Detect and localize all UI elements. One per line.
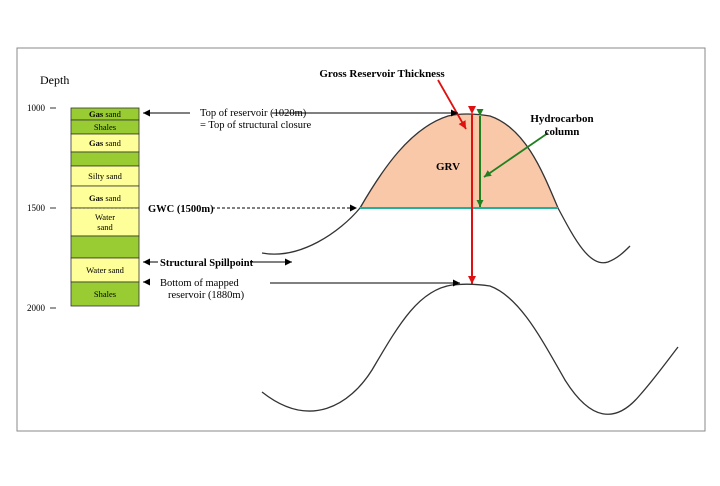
hydrocarbon-column-label: column <box>545 126 580 138</box>
column-layer-label: Gas sand <box>89 109 122 119</box>
column-layer-label: Silty sand <box>88 171 123 181</box>
depth-tick-1000: 1000 <box>27 103 46 113</box>
grv-fill <box>360 114 558 208</box>
depth-tick-1500: 1500 <box>27 203 46 213</box>
column-layer-label: Gas sand <box>89 193 122 203</box>
column-layer-label: Gas sand <box>89 138 122 148</box>
top-reservoir-label: Top of reservoir (1020m) <box>200 108 307 119</box>
column-layer-label: Water sand <box>86 265 125 275</box>
bottom-reservoir-horizon <box>261 283 679 415</box>
column-layer-label: Shales <box>94 122 116 132</box>
column-layer-label: Shales <box>94 289 116 299</box>
column-layer <box>70 257 140 283</box>
grv-label: GRV <box>436 161 460 173</box>
column-layer <box>70 151 140 167</box>
bottom-reservoir-depth-label: reservoir (1880m) <box>168 290 245 301</box>
spillpoint-label: Structural Spillpoint <box>160 258 254 269</box>
depth-ticks: 1000 1500 2000 <box>27 103 56 313</box>
top-reservoir-horizon <box>261 113 631 264</box>
gwc-label: GWC (1500m) <box>148 204 214 215</box>
hydrocarbon-label: Hydrocarbon <box>530 113 593 125</box>
diagram-frame <box>16 47 706 432</box>
column-layer-label: Water <box>95 212 115 222</box>
column-layer <box>70 281 140 307</box>
hydrocarbon-column-pointer <box>483 132 549 178</box>
gross-thickness-pointer <box>437 79 467 130</box>
column-layer <box>70 207 140 237</box>
depth-tick-2000: 2000 <box>27 303 46 313</box>
gross-thickness-label: Gross Reservoir Thickness <box>319 68 445 80</box>
column-layer <box>70 235 140 259</box>
column-layer-label: sand <box>97 222 113 232</box>
top-closure-label: = Top of structural closure <box>200 120 311 131</box>
depth-axis-label: Depth <box>40 73 69 87</box>
bottom-reservoir-label: Bottom of mapped <box>160 278 239 289</box>
